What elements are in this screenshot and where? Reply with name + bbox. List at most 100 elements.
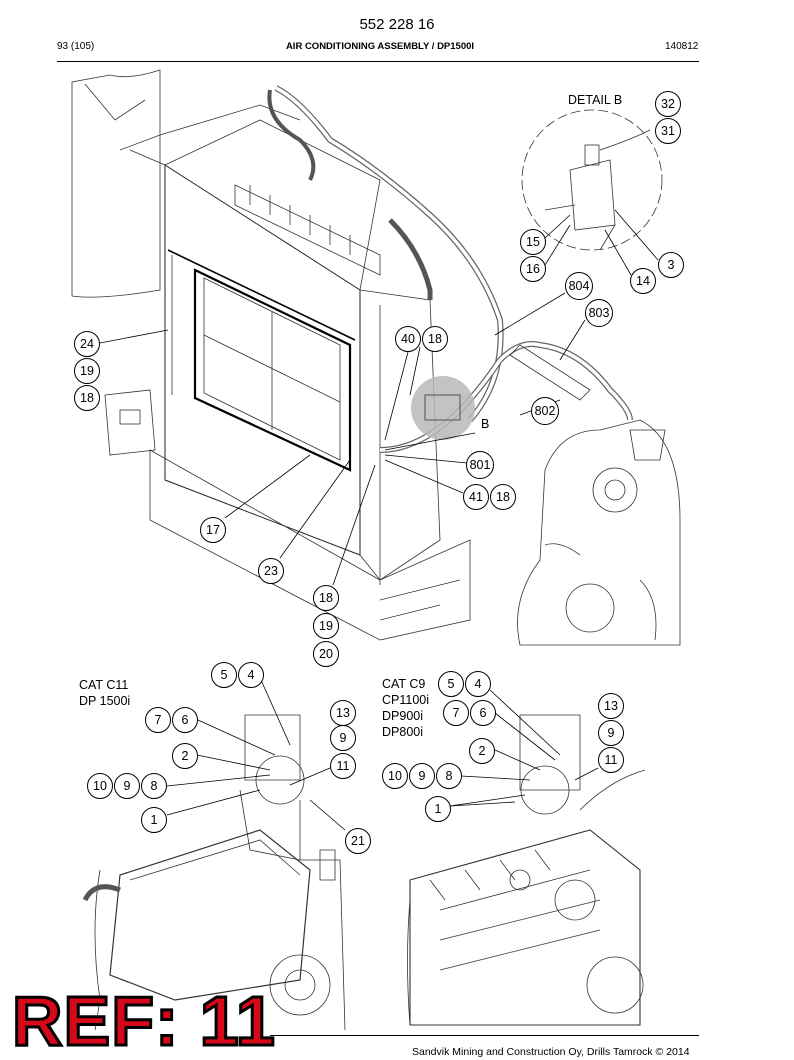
svg-text:10: 10 [93,779,107,793]
svg-text:11: 11 [605,753,618,767]
svg-text:8: 8 [151,779,158,793]
svg-text:31: 31 [661,124,675,138]
header-rule [57,61,699,62]
svg-text:1: 1 [435,802,442,816]
callout-804: 804 [565,272,593,300]
callout-13: 13 [598,693,624,719]
callout-5: 5 [211,662,237,688]
footer-copyright: Sandvik Mining and Construction Oy, Dril… [412,1046,690,1058]
svg-text:17: 17 [206,523,220,537]
cat-c11-label: CAT C11 DP 1500i [79,677,130,709]
cat-c9-label: CAT C9 CP1100i DP900i DP800i [382,676,429,740]
callout-18: 18 [422,326,448,352]
base-frame [149,449,471,641]
svg-text:10: 10 [388,769,402,783]
cat-c11-model: CAT C11 [79,678,129,692]
callout-803: 803 [585,299,613,327]
callout-14: 14 [630,268,656,294]
svg-text:15: 15 [526,235,540,249]
svg-text:803: 803 [589,306,610,320]
document-date: 140812 [665,41,699,52]
svg-text:9: 9 [340,731,347,745]
callout-11: 11 [598,747,624,773]
callout-15: 15 [520,229,546,255]
svg-text:5: 5 [448,677,455,691]
engine-cat-c11 [82,714,346,1031]
cat-c9-machine-3: DP800i [382,725,423,739]
svg-text:4: 4 [475,677,482,691]
svg-text:16: 16 [526,262,540,276]
svg-text:9: 9 [608,726,615,740]
engine-top [517,419,681,646]
callout-11: 11 [330,753,356,779]
callout-9: 9 [409,763,435,789]
callout-2: 2 [469,738,495,764]
svg-text:9: 9 [124,779,131,793]
svg-text:2: 2 [182,749,189,763]
callout-8: 8 [141,773,167,799]
svg-text:20: 20 [319,647,333,661]
callout-13: 13 [330,700,356,726]
callout-7: 7 [145,707,171,733]
callout-7: 7 [443,700,469,726]
footer-rule [270,1035,699,1036]
callout-19: 19 [74,358,100,384]
svg-text:3: 3 [668,258,675,272]
callout-21: 21 [345,828,371,854]
callout-41: 41 [463,484,489,510]
callout-19: 19 [313,613,339,639]
svg-text:19: 19 [80,364,94,378]
detail-b-reference: B [481,417,490,431]
svg-text:18: 18 [80,391,94,405]
svg-text:41: 41 [469,490,483,504]
svg-text:13: 13 [336,706,350,720]
document-number: 552 228 16 [359,16,435,33]
svg-text:801: 801 [470,458,491,472]
callout-20: 20 [313,641,339,667]
svg-text:804: 804 [569,279,590,293]
callout-10: 10 [87,773,113,799]
callout-5: 5 [438,671,464,697]
callout-4: 4 [238,662,264,688]
svg-text:32: 32 [661,97,675,111]
reference-stamp: REF: 11 [11,982,277,1060]
svg-text:7: 7 [155,713,162,727]
callout-8: 8 [436,763,462,789]
svg-text:5: 5 [221,668,228,682]
svg-text:7: 7 [453,706,460,720]
callout-4: 4 [465,671,491,697]
page-indicator: 93 (105) [57,41,95,52]
callout-40: 40 [395,326,421,352]
svg-text:9: 9 [419,769,426,783]
cat-c9-model: CAT C9 [382,677,426,691]
svg-text:18: 18 [496,490,510,504]
callout-801: 801 [466,451,494,479]
cat-c9-machine-2: DP900i [382,709,423,723]
leader-lines [99,209,659,831]
callout-24: 24 [74,331,100,357]
svg-text:4: 4 [248,668,255,682]
callout-6: 6 [172,707,198,733]
cat-c11-machine: DP 1500i [79,694,131,708]
svg-text:19: 19 [319,619,333,633]
svg-text:6: 6 [182,713,189,727]
callout-18: 18 [490,484,516,510]
svg-text:13: 13 [604,699,618,713]
engine-cat-c9 [407,714,646,1026]
svg-text:14: 14 [636,274,650,288]
svg-text:21: 21 [351,834,365,848]
cat-c9-machine-1: CP1100i [382,693,430,707]
svg-text:2: 2 [479,744,486,758]
callout-16: 16 [520,256,546,282]
svg-text:23: 23 [264,564,278,578]
callout-18: 18 [313,585,339,611]
callout-17: 17 [200,517,226,543]
callout-9: 9 [114,773,140,799]
callout-18: 18 [74,385,100,411]
callout-31: 31 [655,118,681,144]
callout-6: 6 [470,700,496,726]
page-title: AIR CONDITIONING ASSEMBLY / DP1500I [285,41,475,52]
svg-text:18: 18 [428,332,442,346]
svg-text:1: 1 [151,813,158,827]
